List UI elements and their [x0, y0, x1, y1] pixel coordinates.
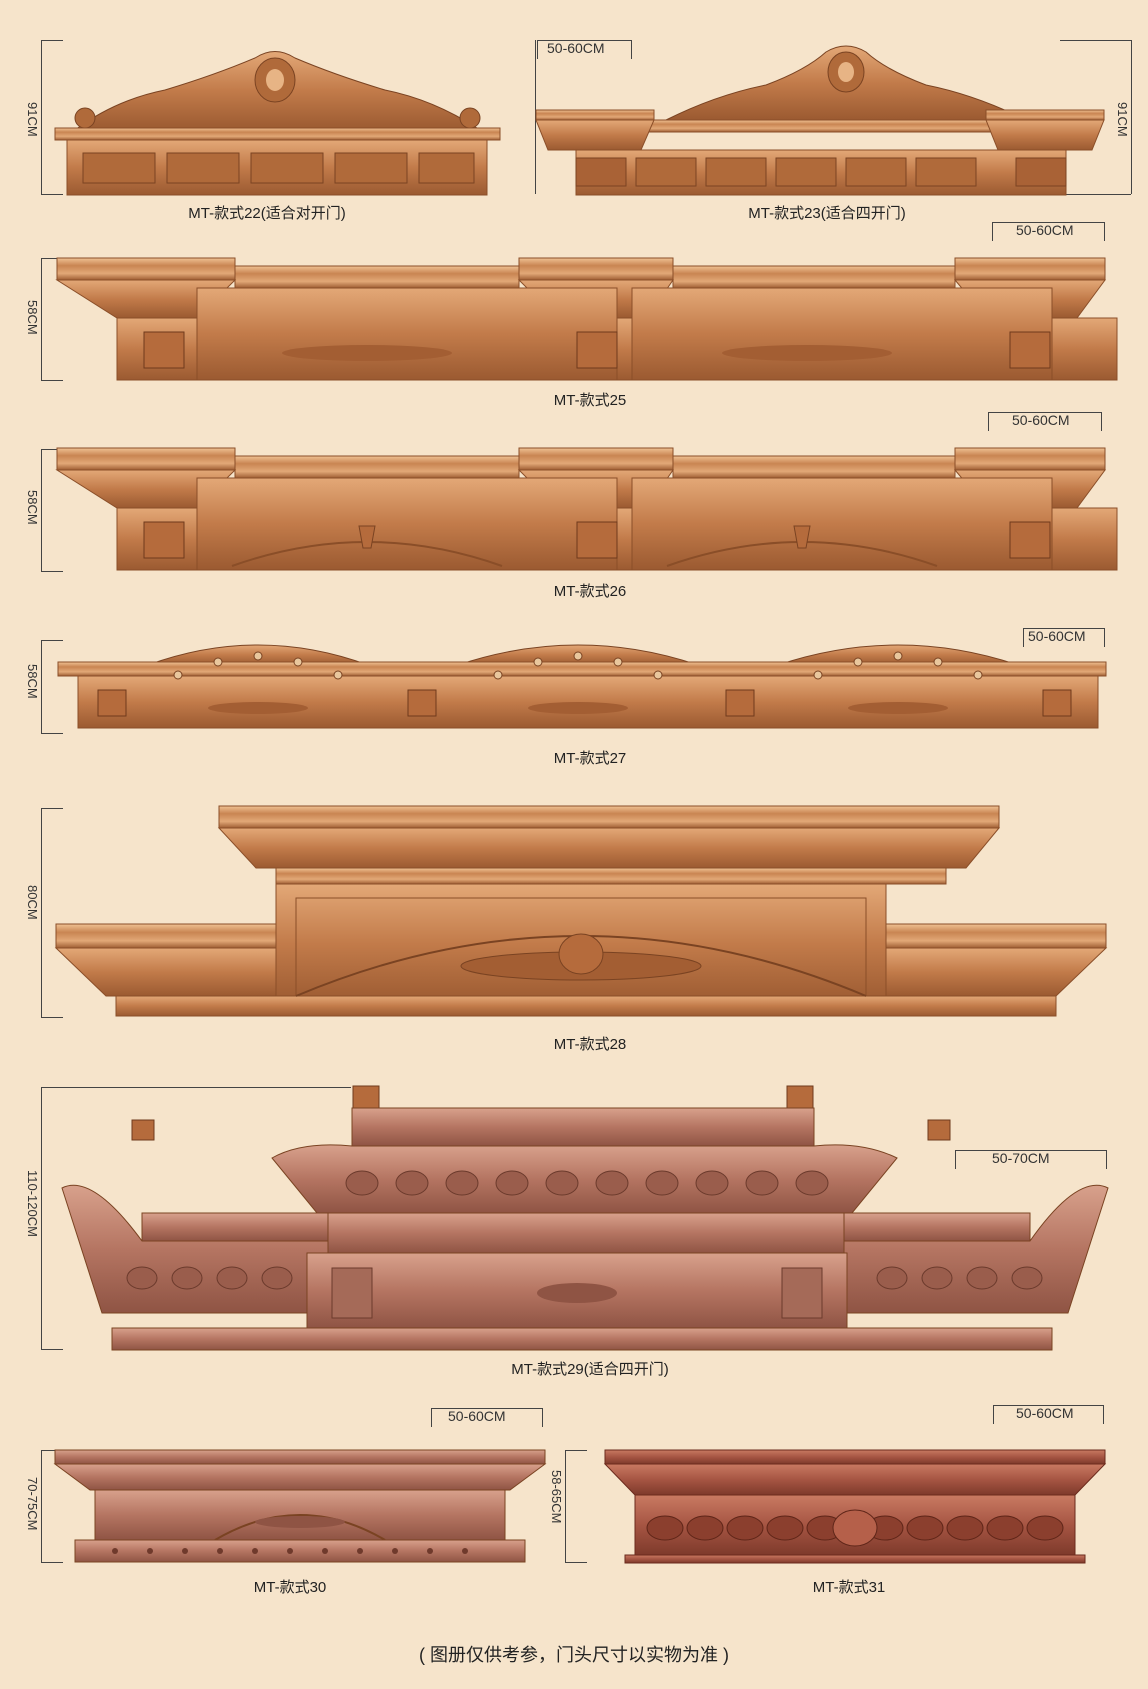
item-caption: MT-款式29(适合四开门): [511, 1361, 669, 1378]
item-caption: MT-款式26: [553, 583, 627, 600]
item-caption: MT-款式27: [553, 750, 627, 767]
height-label: 91CM: [25, 102, 40, 137]
depth-label: 50-60CM: [1028, 628, 1086, 644]
depth-label: 50-60CM: [1012, 412, 1070, 428]
footer-note: ( 图册仅供考参，门头尺寸以实物为准 ): [419, 1645, 729, 1665]
height-label: 70-75CM: [25, 1477, 40, 1531]
height-label: 58CM: [25, 664, 40, 699]
item-caption: MT-款式31: [812, 1579, 886, 1596]
item-caption: MT-款式28: [553, 1036, 627, 1053]
height-label: 58CM: [25, 490, 40, 525]
door-header-illustration: [54, 805, 1108, 1017]
depth-label: 50-60CM: [448, 1408, 506, 1424]
depth-label: 50-60CM: [1016, 1405, 1074, 1421]
height-label: 110-120CM: [25, 1170, 40, 1237]
height-label: 58-65CM: [549, 1470, 564, 1524]
door-header-illustration: [603, 1449, 1107, 1564]
height-label: 58CM: [25, 300, 40, 335]
height-label: 91CM: [1115, 102, 1130, 137]
door-header-illustration: [54, 51, 501, 196]
door-header-illustration: [53, 1449, 547, 1563]
depth-label: 50-60CM: [547, 40, 605, 56]
depth-label: 50-60CM: [1016, 222, 1074, 238]
item-caption: MT-款式23(适合四开门): [748, 205, 906, 222]
item-caption: MT-款式22(适合对开门): [188, 205, 346, 222]
door-header-illustration: [61, 1085, 1109, 1351]
door-header-illustration: [55, 447, 1118, 571]
height-label: 80CM: [25, 885, 40, 920]
item-caption: MT-款式25: [553, 392, 627, 409]
item-caption: MT-款式30: [253, 1579, 327, 1596]
depth-label: 50-70CM: [992, 1150, 1050, 1166]
door-header-illustration: [57, 644, 1107, 729]
door-header-illustration: [535, 45, 1105, 196]
door-header-illustration: [55, 257, 1118, 381]
